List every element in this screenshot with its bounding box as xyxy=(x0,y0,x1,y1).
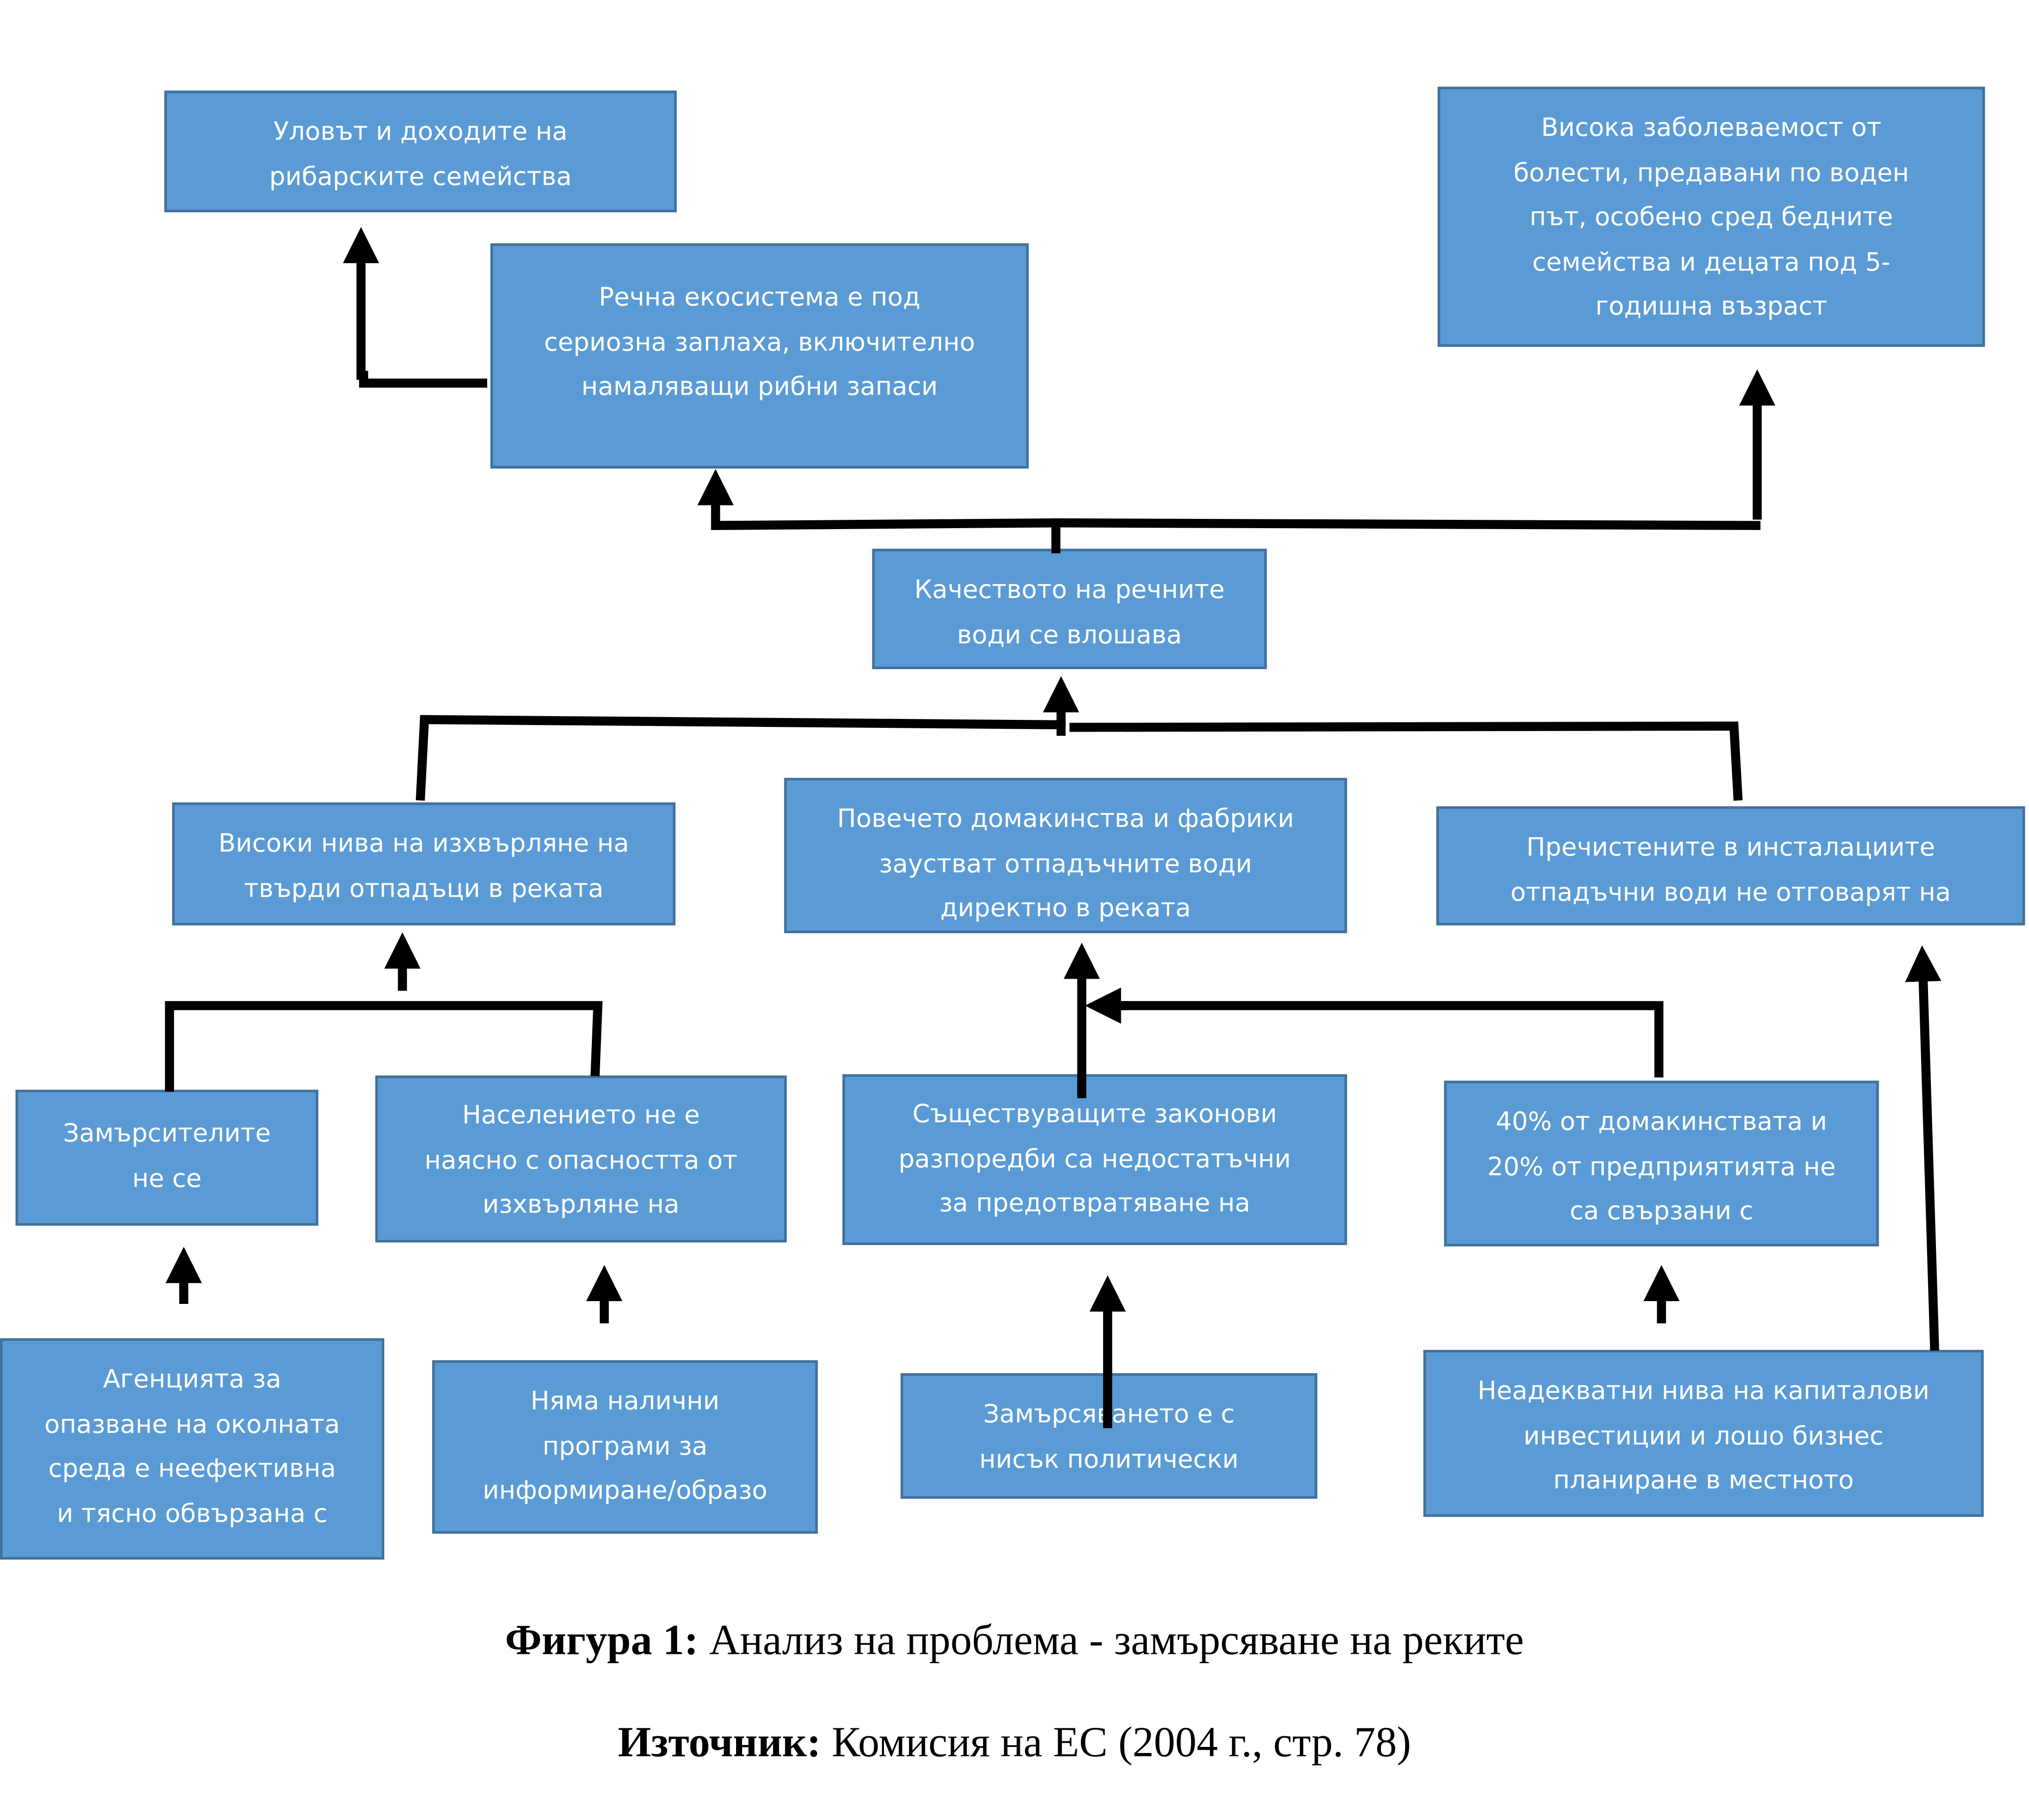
box-population: Населението не е наясно с опасността от … xyxy=(375,1075,787,1242)
box-solid-waste: Високи нива на изхвърляне на твърди отпа… xyxy=(172,802,676,926)
figure-text: Анализ на проблема - замърсяване на реки… xyxy=(698,1618,1524,1665)
arrow-investment-to-treated xyxy=(1905,945,1942,1351)
box-disease: Висока заболеваемост от болести, предава… xyxy=(1437,87,1985,347)
box-investment: Неадекватни нива на капиталови инвестици… xyxy=(1423,1350,1984,1517)
connector-treated xyxy=(1069,721,1743,801)
connector-percent xyxy=(1111,1001,1664,1078)
box-polluters: Замърсителите не се xyxy=(15,1089,319,1226)
figure-caption: Фигура 1: Анализ на проблема - замърсява… xyxy=(0,1618,2029,1666)
connector-polluters-population xyxy=(165,1001,603,1092)
connector-quality-branch xyxy=(713,518,1761,530)
box-percent: 40% от домакинствата и 20% от предприяти… xyxy=(1444,1081,1879,1247)
connector-solid-waste xyxy=(415,715,1066,801)
figure-label: Фигура 1: xyxy=(505,1618,699,1665)
source-caption: Източник: Комисия на ЕС (2004 г., стр. 7… xyxy=(0,1720,2029,1768)
box-river-ecosystem: Речна екосистема е под сериозна заплаха,… xyxy=(490,243,1029,469)
box-water-quality: Качеството на речните води се влошава xyxy=(872,549,1267,669)
box-programs: Няма налични програми за информиране/обр… xyxy=(432,1360,818,1534)
box-treated-wastewater: Пречистените в инсталациите отпадъчни во… xyxy=(1436,806,2025,926)
connector-ecosystem-to-fishing xyxy=(359,370,488,388)
source-text: Комисия на ЕС (2004 г., стр. 78) xyxy=(821,1720,1411,1767)
box-legal: Съществуващите законови разпоредби са не… xyxy=(842,1074,1347,1245)
box-fishing-income: Уловът и доходите на рибарските семейств… xyxy=(164,90,677,213)
source-label: Източник: xyxy=(617,1720,821,1767)
box-households-factories: Повечето домакинства и фабрики заустват … xyxy=(784,778,1347,934)
box-agency: Агенцията за опазване на околната среда … xyxy=(0,1338,385,1560)
